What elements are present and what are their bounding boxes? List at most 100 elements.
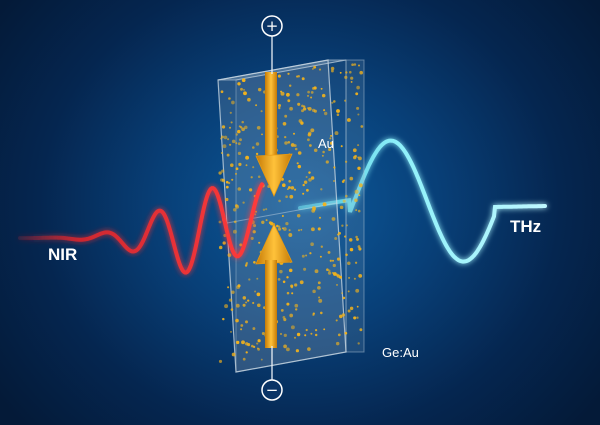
dopant-particle: [294, 336, 296, 339]
dopant-particle: [296, 162, 299, 165]
dopant-particle: [251, 344, 254, 348]
dopant-particle: [277, 74, 281, 78]
dopant-particle: [336, 109, 340, 113]
dopant-particle: [357, 342, 360, 345]
dopant-particle: [296, 93, 300, 97]
dopant-particle: [357, 144, 360, 147]
dopant-particle: [280, 91, 285, 96]
dopant-particle: [221, 169, 225, 173]
dopant-particle: [358, 247, 362, 251]
dopant-particle: [320, 188, 323, 191]
dopant-particle: [261, 133, 263, 136]
dopant-particle: [283, 318, 287, 322]
dopant-particle: [288, 84, 292, 87]
dopant-particle: [307, 90, 310, 94]
dopant-particle: [238, 162, 242, 167]
dopant-particle: [335, 341, 340, 346]
au-electrodes: [255, 72, 293, 348]
dopant-particle: [317, 227, 321, 231]
dopant-particle: [357, 166, 361, 170]
dopant-particle: [309, 252, 312, 255]
dopant-particle: [302, 192, 305, 195]
dopant-particle: [354, 198, 358, 203]
dopant-particle: [257, 339, 261, 343]
dopant-particle: [252, 230, 256, 234]
dopant-particle: [342, 199, 346, 203]
dopant-particle: [278, 225, 281, 228]
svg-text:−: −: [266, 381, 279, 399]
dopant-particle: [253, 260, 256, 264]
dopant-particle: [245, 342, 249, 346]
dopant-particle: [344, 75, 348, 80]
dopant-particle: [234, 204, 238, 208]
dopant-particle: [355, 288, 360, 293]
dopant-particle: [241, 340, 245, 345]
dopant-particle: [227, 181, 231, 185]
dopant-particle: [289, 106, 293, 111]
dopant-particle: [237, 284, 241, 288]
dopant-particle: [276, 224, 279, 228]
dopant-particle: [317, 285, 321, 290]
dopant-particle: [232, 208, 237, 212]
dopant-particle: [231, 139, 236, 144]
dopant-particle: [320, 311, 323, 315]
dopant-particle: [220, 151, 223, 155]
dopant-particle: [255, 210, 257, 213]
dopant-particle: [303, 180, 308, 184]
dopant-particle: [252, 166, 255, 169]
dopant-particle: [290, 186, 295, 190]
dopant-particle: [242, 201, 245, 204]
dopant-particle: [244, 125, 248, 130]
dopant-particle: [313, 148, 318, 153]
dopant-particle: [354, 261, 358, 264]
dopant-particle: [256, 342, 259, 345]
dopant-particle: [331, 259, 335, 262]
dopant-particle: [229, 111, 232, 114]
dopant-particle: [347, 309, 351, 313]
dopant-particle: [333, 166, 336, 169]
slab-gap-line: [226, 202, 338, 224]
dopant-particle: [302, 183, 305, 187]
dopant-particle: [254, 213, 257, 216]
dopant-particle: [289, 194, 294, 199]
dopant-particle: [311, 108, 316, 113]
dopant-particle: [218, 359, 223, 363]
dopant-particle: [308, 177, 312, 182]
dopant-particle: [245, 320, 248, 324]
dopant-particle: [297, 102, 301, 106]
dopant-particle: [358, 183, 363, 188]
dopant-particle: [284, 135, 287, 139]
dopant-particle: [334, 131, 339, 136]
dopant-particle: [282, 183, 286, 187]
dopant-particle: [300, 121, 304, 125]
dopant-particle: [241, 78, 246, 83]
dopant-particle: [343, 179, 346, 182]
dopant-particle: [359, 70, 363, 75]
dopant-particle: [355, 92, 359, 96]
dopant-particle: [345, 253, 348, 257]
dopant-particle: [261, 331, 265, 336]
dopant-particle: [337, 333, 341, 337]
dopant-particle: [254, 290, 257, 293]
dopant-particle: [311, 67, 314, 70]
dopant-particle: [353, 63, 357, 66]
dopant-particle: [220, 137, 222, 140]
dopant-particle: [303, 267, 307, 271]
dopant-particle: [241, 120, 244, 124]
dopant-particle: [336, 274, 341, 278]
nir-pulse: [18, 182, 264, 275]
top-electrode-stripe: [265, 72, 277, 160]
dopant-particle: [288, 233, 293, 237]
dopant-particle: [250, 236, 254, 240]
dopant-particle: [243, 88, 245, 91]
dopant-particle: [310, 90, 314, 94]
dopant-particle: [356, 85, 360, 90]
dopant-particle: [240, 328, 243, 331]
dopant-particle: [328, 269, 331, 272]
negative-terminal-icon: −: [261, 379, 283, 401]
thz-label: THz: [510, 217, 542, 236]
dopant-particle: [295, 349, 299, 353]
dopant-particle: [230, 163, 234, 167]
dopant-particle: [309, 144, 312, 147]
